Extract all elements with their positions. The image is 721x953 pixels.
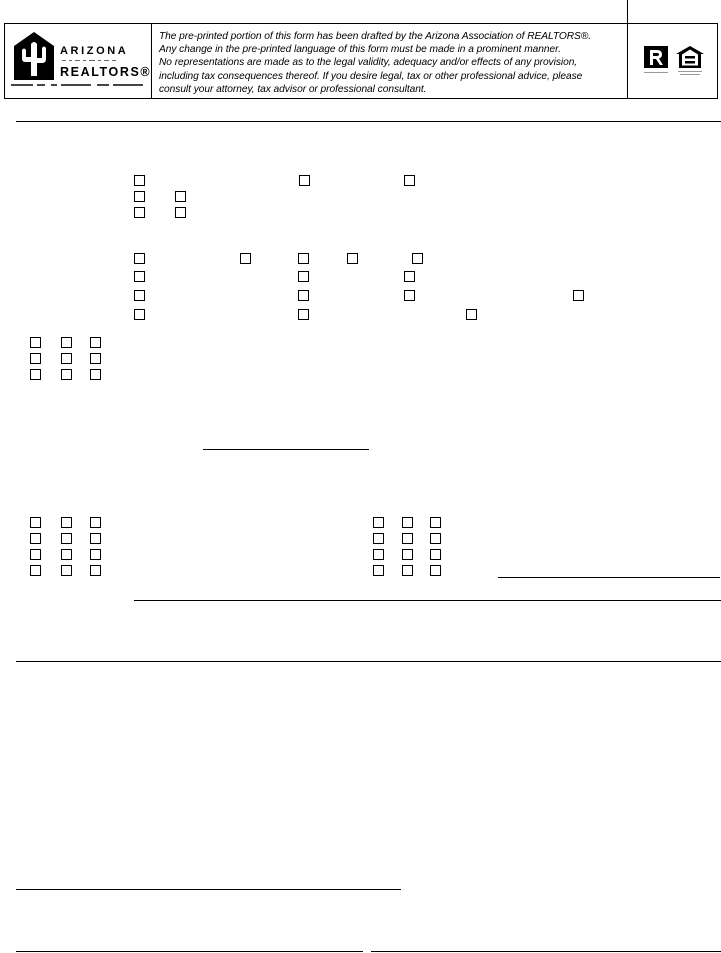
logo-subtitle-dots <box>62 60 116 61</box>
checkbox[interactable] <box>298 271 309 282</box>
checkbox[interactable] <box>61 337 72 348</box>
checkbox[interactable] <box>61 369 72 380</box>
checkbox[interactable] <box>299 175 310 186</box>
checkbox[interactable] <box>404 271 415 282</box>
checkbox[interactable] <box>30 369 41 380</box>
checkbox[interactable] <box>61 565 72 576</box>
checkbox[interactable] <box>466 309 477 320</box>
signature-line <box>16 889 401 890</box>
logo-word-arizona: ARIZONA <box>60 45 129 57</box>
checkbox[interactable] <box>134 309 145 320</box>
disclaimer-text: The pre-printed portion of this form has… <box>159 30 623 96</box>
checkbox[interactable] <box>402 565 413 576</box>
checkbox[interactable] <box>61 517 72 528</box>
checkbox[interactable] <box>134 271 145 282</box>
checkbox[interactable] <box>298 253 309 264</box>
checkbox[interactable] <box>175 191 186 202</box>
equal-housing-icon <box>676 46 704 75</box>
checkbox[interactable] <box>573 290 584 301</box>
checkbox[interactable] <box>175 207 186 218</box>
checkbox[interactable] <box>373 549 384 560</box>
fill-in-line <box>498 577 720 578</box>
checkbox[interactable] <box>30 337 41 348</box>
logo-tagline-dots <box>11 84 143 86</box>
checkbox[interactable] <box>412 253 423 264</box>
logo-word-realtors: REALTORS® <box>60 65 152 79</box>
checkbox[interactable] <box>240 253 251 264</box>
checkbox[interactable] <box>402 533 413 544</box>
header-top-divider <box>627 0 628 24</box>
checkbox[interactable] <box>30 565 41 576</box>
checkbox[interactable] <box>298 290 309 301</box>
disclaimer-line: including tax consequences thereof. If y… <box>159 70 583 82</box>
checkbox[interactable] <box>90 533 101 544</box>
checkbox[interactable] <box>61 533 72 544</box>
checkbox[interactable] <box>134 175 145 186</box>
checkbox[interactable] <box>404 175 415 186</box>
checkbox[interactable] <box>61 549 72 560</box>
signature-line <box>16 951 363 952</box>
form-header: ARIZONA REALTORS® The pre-printed portio… <box>4 23 718 99</box>
checkbox[interactable] <box>430 517 441 528</box>
fill-in-line <box>134 600 721 601</box>
checkbox[interactable] <box>402 517 413 528</box>
checkbox[interactable] <box>373 565 384 576</box>
checkbox[interactable] <box>402 549 413 560</box>
trademark-marks <box>628 24 717 98</box>
checkbox[interactable] <box>90 549 101 560</box>
checkbox[interactable] <box>30 517 41 528</box>
disclaimer-line: The pre-printed portion of this form has… <box>159 31 592 42</box>
checkbox[interactable] <box>298 309 309 320</box>
disclaimer-line: No representations are made as to the le… <box>159 57 578 69</box>
checkbox[interactable] <box>134 191 145 202</box>
checkbox[interactable] <box>90 517 101 528</box>
signature-line <box>371 951 721 952</box>
checkbox[interactable] <box>61 353 72 364</box>
disclaimer-cell: The pre-printed portion of this form has… <box>152 24 628 98</box>
checkbox[interactable] <box>90 369 101 380</box>
checkbox[interactable] <box>430 549 441 560</box>
checkbox[interactable] <box>134 290 145 301</box>
disclaimer-line: consult your attorney, tax advisor or pr… <box>159 83 427 95</box>
saguaro-cactus-house-icon <box>14 32 54 80</box>
checkbox[interactable] <box>373 533 384 544</box>
checkbox[interactable] <box>30 353 41 364</box>
checkbox[interactable] <box>347 253 358 264</box>
checkbox[interactable] <box>90 337 101 348</box>
checkbox[interactable] <box>134 253 145 264</box>
arizona-realtors-logo: ARIZONA REALTORS® <box>5 24 152 98</box>
disclaimer-line: Any change in the pre-printed language o… <box>159 44 561 56</box>
checkbox[interactable] <box>90 353 101 364</box>
checkbox[interactable] <box>430 533 441 544</box>
checkbox[interactable] <box>404 290 415 301</box>
checkbox[interactable] <box>30 549 41 560</box>
fill-in-line <box>203 449 369 450</box>
checkbox[interactable] <box>90 565 101 576</box>
checkbox[interactable] <box>373 517 384 528</box>
checkbox[interactable] <box>430 565 441 576</box>
section-rule-middle <box>16 661 721 662</box>
realtor-r-icon <box>644 46 668 73</box>
section-rule-top <box>16 121 721 122</box>
checkbox[interactable] <box>30 533 41 544</box>
checkbox[interactable] <box>134 207 145 218</box>
